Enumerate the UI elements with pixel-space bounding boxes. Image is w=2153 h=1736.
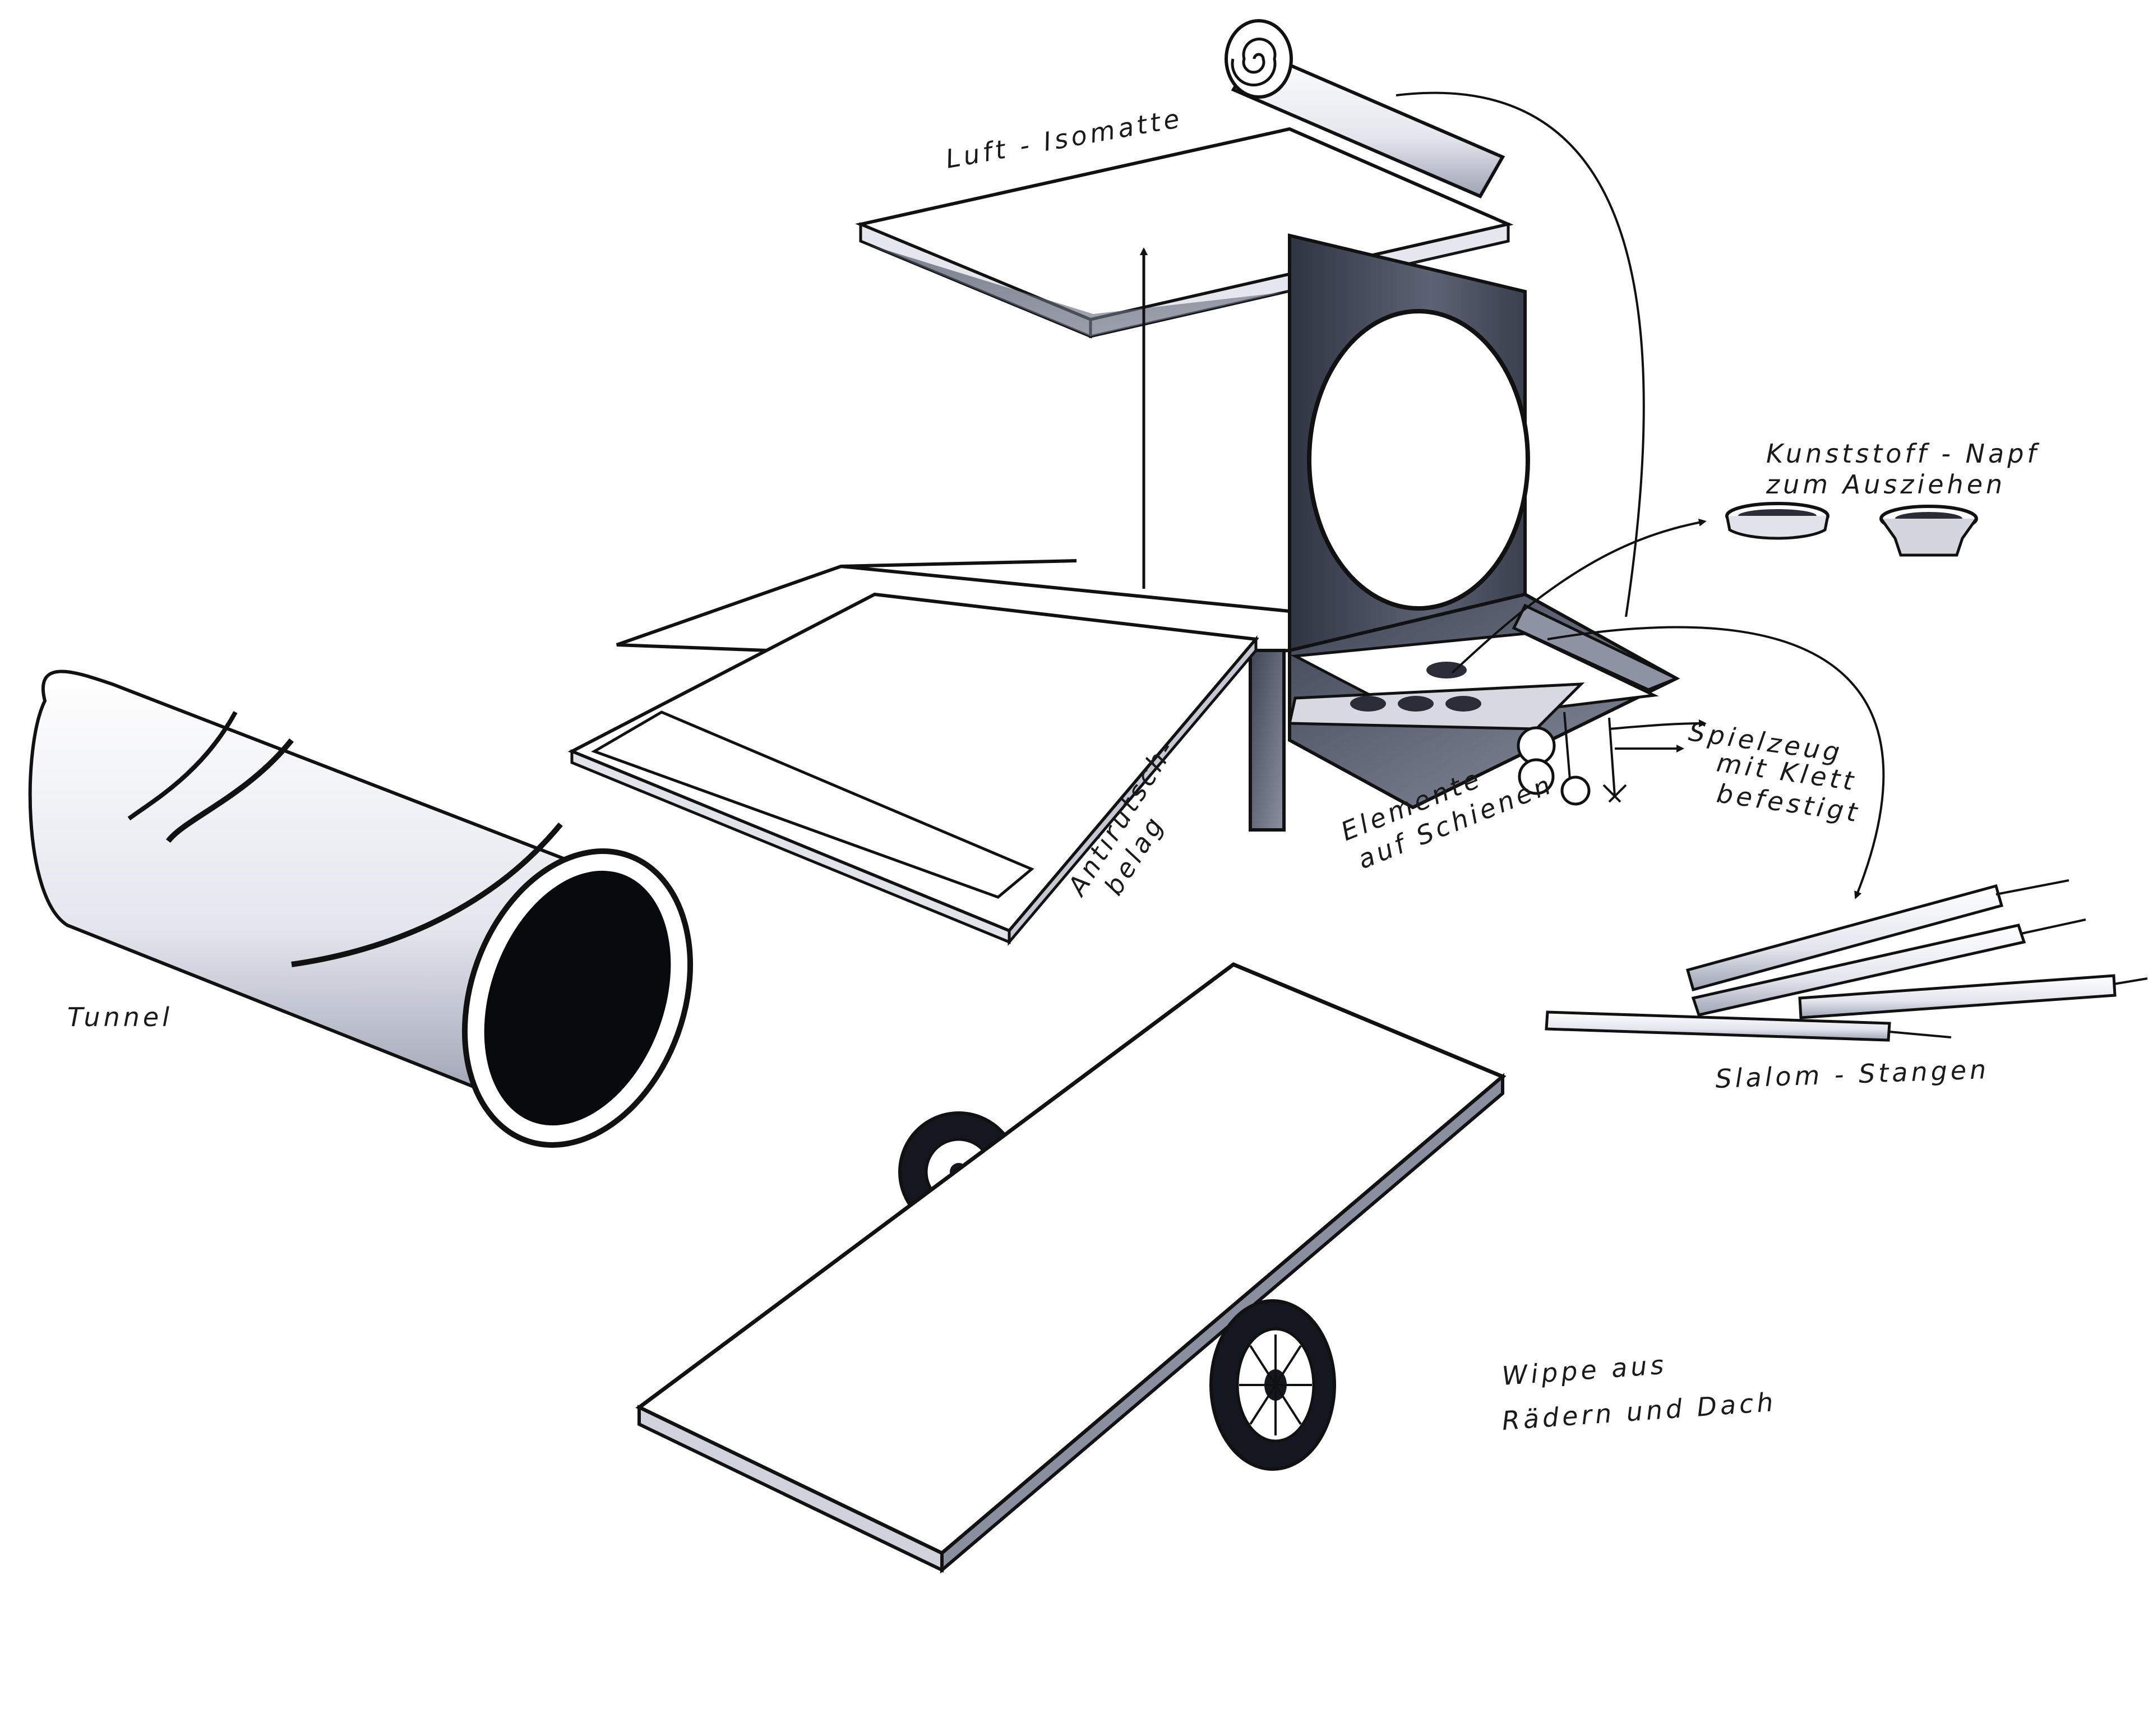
plastic-bowl-icon (1451, 502, 1978, 674)
rolled-mat-icon (1225, 19, 1645, 617)
kunststoff-napf-label-line2: zum Ausziehen (1766, 469, 2006, 500)
tunnel-label: Tunnel (67, 1002, 173, 1032)
seesaw (635, 962, 1507, 1574)
wippe-label: Wippe aus (1501, 1350, 1668, 1391)
kunststoff-napf-label: Kunststoff - Napf (1766, 438, 2040, 469)
wippe-label-line2: Rädern und Dach (1501, 1387, 1777, 1436)
spielzeug-arrow (1609, 719, 1707, 730)
slalom-poles (1545, 626, 2148, 1042)
slalom-label: Slalom - Stangen (1715, 1054, 1990, 1094)
tunnel (28, 670, 694, 1148)
ramp (567, 592, 1259, 946)
